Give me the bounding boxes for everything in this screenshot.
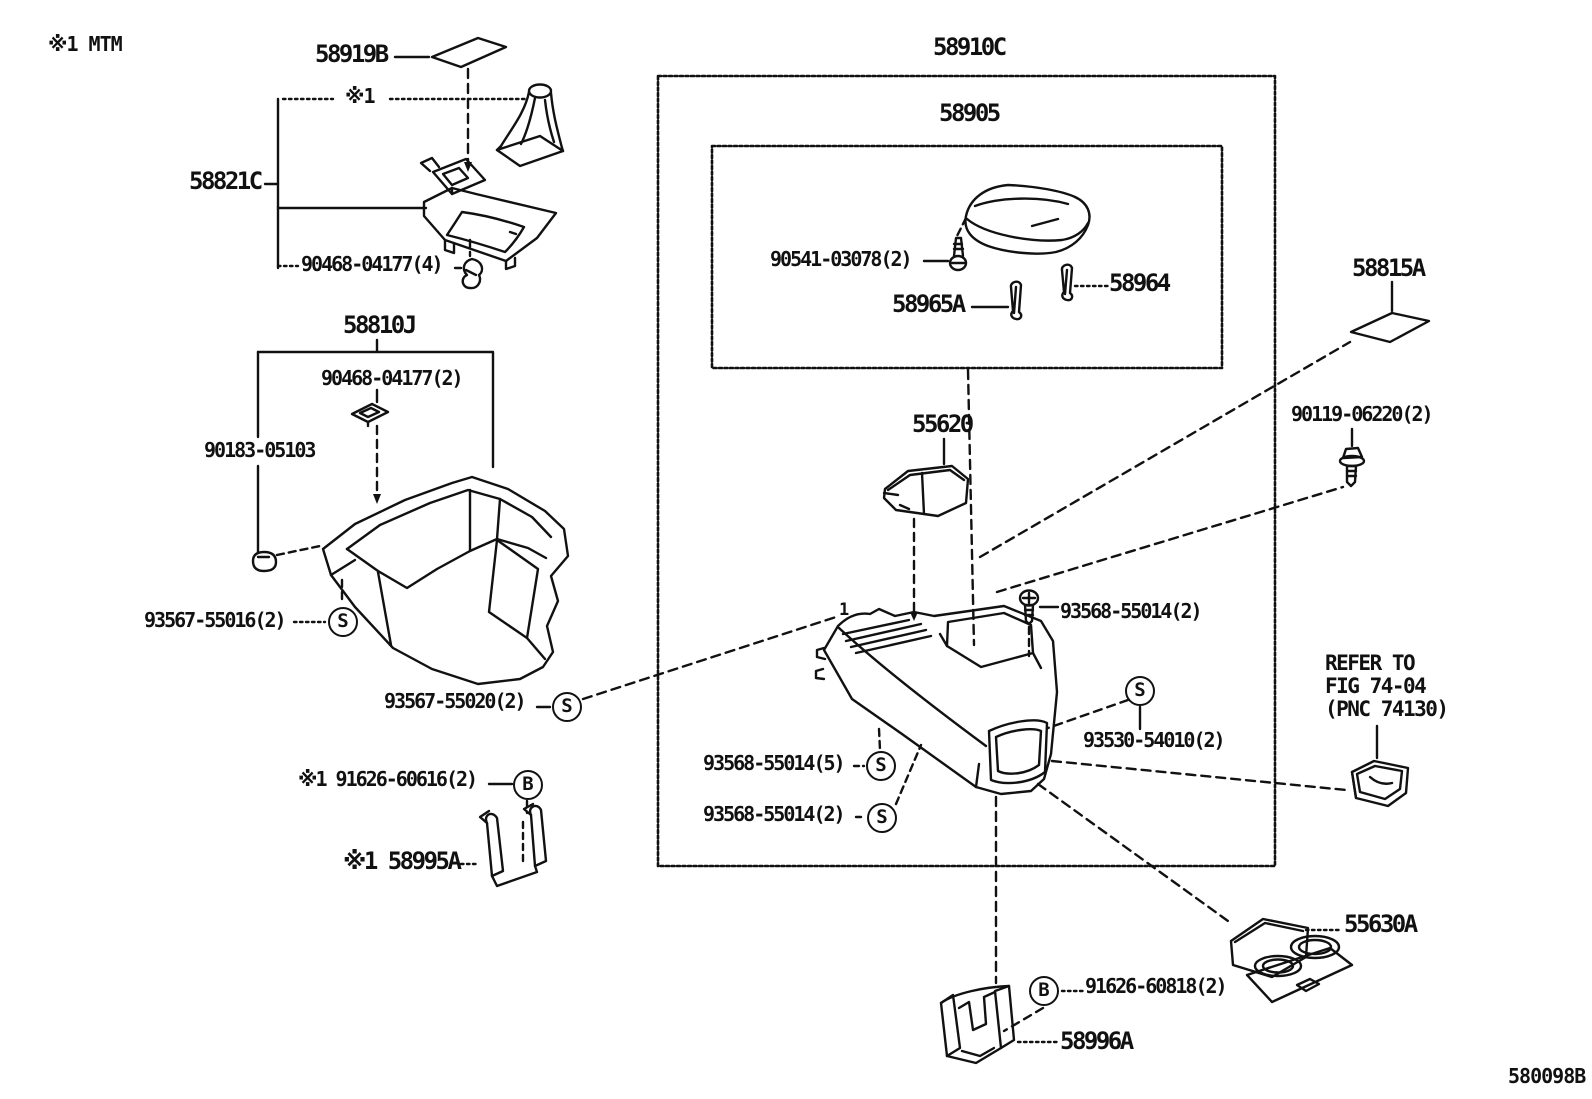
part-screw-93568 [1018, 589, 1040, 626]
part-bracket-58995A [459, 782, 548, 888]
symbol-screw-93567-55020: S [552, 692, 582, 722]
label-90468-04177-2: 90468-04177(2) [321, 366, 464, 390]
part-clip-90468-4 [461, 257, 484, 290]
label-55620: 55620 [912, 410, 974, 438]
part-clip-90183 [251, 550, 278, 573]
label-91626-60616: ※1 91626-60616(2) [298, 767, 478, 791]
label-93530-54010: 93530-54010(2) [1083, 728, 1226, 752]
symbol-screw-93568-5: S [866, 751, 896, 781]
callout-lines-58821C [263, 55, 527, 270]
label-58995A: ※1 58995A [343, 847, 462, 875]
symbol-bolt-91626-60616: B [513, 770, 543, 800]
part-console-rear-58810J [321, 475, 570, 686]
label-93567-55016: 93567-55016(2) [144, 608, 287, 632]
part-cup-holder-55630A [1229, 917, 1354, 1004]
label-58965A: 58965A [892, 290, 966, 318]
symbol-screw-93568-2: S [867, 803, 897, 833]
callout-lines-58810J [256, 338, 838, 709]
label-93568-5: 93568-55014(5) [703, 751, 846, 775]
diagram-code: 580098B [1508, 1064, 1586, 1088]
part-ashtray-55620 [882, 437, 970, 621]
label-55630A: 55630A [1344, 910, 1418, 938]
part-armrest-58905 [955, 183, 1091, 255]
label-90119-06220: 90119-06220(2) [1291, 402, 1434, 426]
symbol-bolt-91626-60818: B [1029, 976, 1059, 1006]
label-58964: 58964 [1109, 269, 1171, 297]
part-hinge-pin-58965A [970, 280, 1023, 321]
label-58815A: 58815A [1352, 254, 1426, 282]
label-90468-04177-4: 90468-04177(4) [301, 252, 444, 276]
part-bolt-90119 [1338, 427, 1366, 488]
label-93568-bot: 93568-55014(2) [703, 802, 846, 826]
part-shift-boot [495, 83, 565, 168]
label-58919B: 58919B [315, 40, 389, 68]
label-ref-mark-1: ※1 [345, 84, 376, 108]
refer-note-line1: REFER TO [1325, 651, 1416, 675]
part-screw-90541 [922, 236, 968, 272]
group-box-58905 [710, 144, 1224, 370]
label-91626-60818: 91626-60818(2) [1085, 974, 1228, 998]
label-58905: 58905 [939, 99, 1001, 127]
part-sticker-58815A [1349, 280, 1431, 344]
part-sticker-58919B [430, 36, 508, 69]
refer-note-line3: (PNC 74130) [1325, 697, 1449, 721]
refer-note-line2: FIG 74-04 [1325, 674, 1427, 698]
label-58910C: 58910C [933, 33, 1007, 61]
note-mtm: ※1 MTM [48, 32, 123, 56]
symbol-screw-93567-55016: S [328, 607, 358, 637]
part-clip-90468-2 [350, 402, 390, 428]
label-90183-05103: 90183-05103 [204, 438, 316, 462]
symbol-screw-93530: S [1125, 676, 1155, 706]
group-box-58910C [656, 74, 1277, 868]
label-58996A: 58996A [1060, 1027, 1134, 1055]
label-58821C: 58821C [189, 167, 263, 195]
callout-marker-1: 1 [839, 600, 850, 620]
assembly-dash-lines [852, 340, 1352, 985]
part-insert-refer [1350, 724, 1410, 808]
part-hinge-pin-58964 [1060, 263, 1110, 302]
part-upper-panel-58821C [419, 156, 558, 271]
label-58810J: 58810J [343, 311, 417, 339]
part-console-front [814, 604, 1059, 796]
refer-note: REFER TO FIG 74-04 (PNC 74130) [1325, 651, 1449, 721]
label-90541-03078: 90541-03078(2) [770, 247, 913, 271]
label-93567-55020: 93567-55020(2) [384, 689, 527, 713]
part-bracket-58996A [939, 984, 1085, 1065]
label-93568-top: 93568-55014(2) [1060, 599, 1203, 623]
